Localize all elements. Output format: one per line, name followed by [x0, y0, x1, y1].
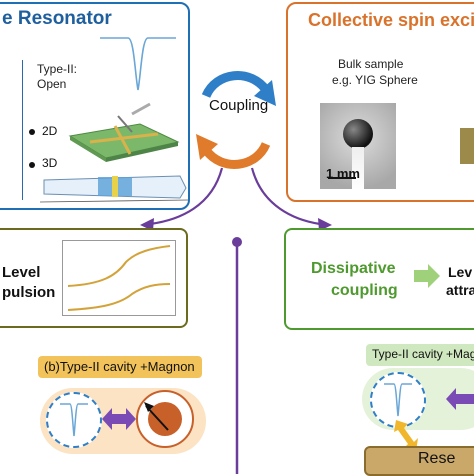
film-sample-image	[460, 128, 474, 164]
dissipative-result2: attra	[446, 282, 474, 298]
cavity-circle	[46, 392, 102, 448]
scale-bar-label: 1 mm	[326, 166, 360, 181]
resonance-dip-icon	[100, 37, 176, 91]
resonator-panel	[0, 2, 190, 210]
type2-magnon-label: (b)Type-II cavity +Magnon	[44, 359, 195, 374]
dissipative-result1: Lev	[448, 264, 473, 280]
reservoir-label: Rese	[418, 450, 456, 467]
right-double-arrow-icon	[446, 388, 474, 410]
right-arrow-icon	[414, 264, 440, 288]
dim-3d-label: 3D	[42, 156, 58, 170]
spin-arrow-icon	[144, 402, 169, 431]
cavity-dip-icon	[60, 403, 88, 437]
level-repulsion-line1: Level	[2, 264, 41, 281]
anticrossing-plot	[62, 240, 176, 316]
level-repulsion-line2: pulsion	[2, 284, 56, 301]
type2-magnon-label-box	[38, 356, 202, 378]
coupling-cycle-icon	[196, 71, 276, 169]
double-arrow-icon	[102, 408, 136, 430]
type2-magnon-right-label: Type-II cavity +Mag	[372, 347, 474, 361]
resonator-divider	[22, 60, 23, 200]
cavity-tube	[40, 175, 189, 203]
bullet-2d	[29, 129, 35, 135]
dissipative-line1: Dissipative	[311, 260, 396, 277]
spin-title: Collective spin excit	[308, 10, 474, 30]
yig-sphere-photo	[320, 103, 396, 189]
sample-line2: e.g. YIG Sphere	[332, 73, 418, 87]
coupling-label: Coupling	[209, 97, 269, 114]
sample-line1: Bulk sample	[338, 57, 404, 71]
type-label: Type-II:	[37, 62, 78, 76]
dissipative-panel	[284, 228, 474, 330]
bullet-3d	[29, 162, 35, 168]
dissipative-line2: coupling	[331, 282, 398, 299]
type-value: Open	[37, 77, 67, 91]
dim-2d-label: 2D	[42, 124, 58, 138]
vertical-double-arrow-icon	[394, 420, 418, 452]
resonator-title: e Resonator	[2, 8, 112, 29]
magnon-sphere	[148, 402, 182, 436]
right-cavity-dip-icon	[384, 383, 412, 417]
planar-resonator-board	[68, 102, 180, 162]
type2-magnon-right-label-box	[366, 344, 474, 366]
